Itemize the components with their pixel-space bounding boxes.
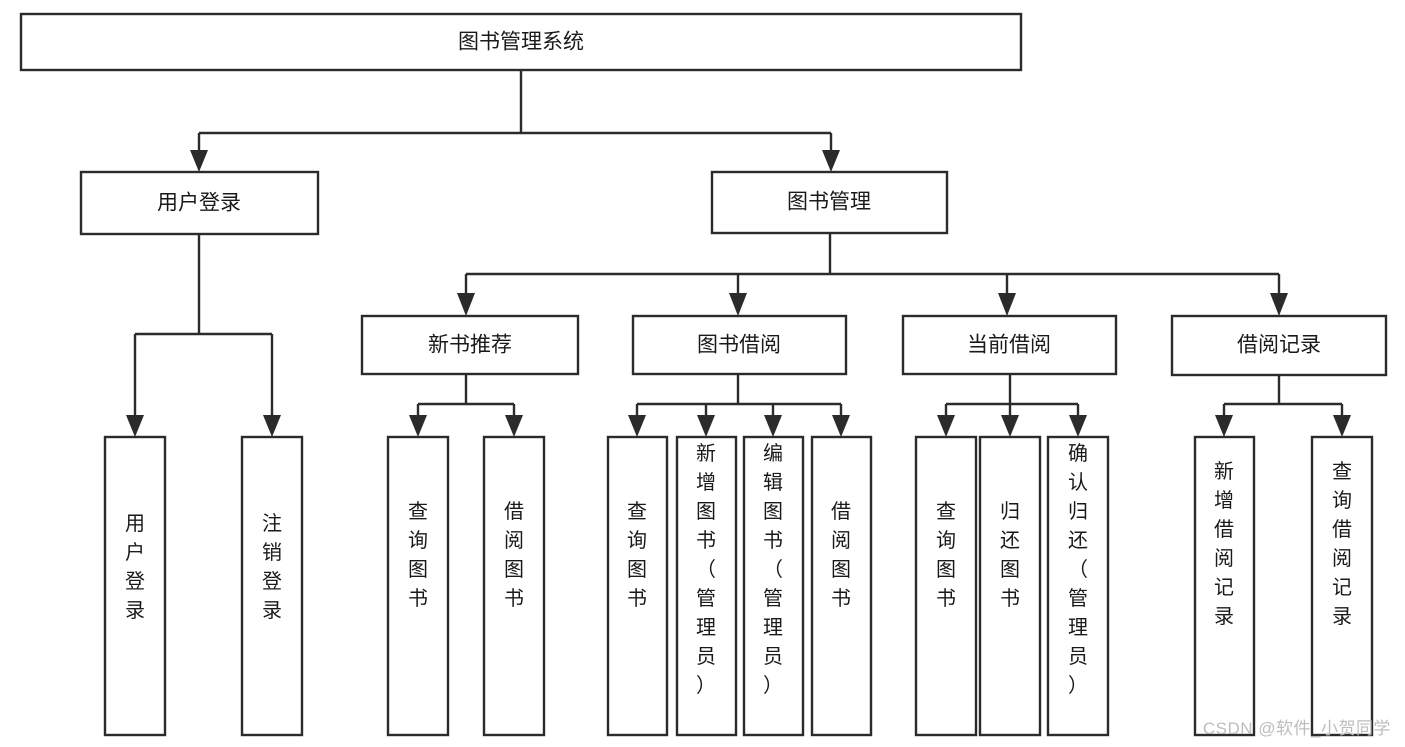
- leaf-user-login-box[interactable]: [103, 435, 167, 737]
- arrowhead-borrow-record: [1270, 293, 1288, 316]
- node-user-login[interactable]: 用户登录: [79, 170, 320, 236]
- leaf-query-book-3[interactable]: 查询图书: [914, 435, 978, 737]
- arrowhead-current-borrow: [998, 293, 1016, 316]
- leaf-confirm-return-admin-box[interactable]: [1046, 435, 1110, 737]
- arrowhead-leaf-add-borrow-record: [1215, 415, 1233, 437]
- arrowhead-bookmanage: [822, 150, 840, 172]
- leaf-borrow-book-1-box[interactable]: [482, 435, 546, 737]
- leaf-query-borrow-record[interactable]: 查询借阅记录: [1310, 435, 1374, 737]
- node-root-label: 图书管理系统: [458, 31, 584, 54]
- node-root[interactable]: 图书管理系统: [19, 12, 1023, 72]
- leaf-return-book[interactable]: 归还图书: [978, 435, 1042, 737]
- leaf-query-book-1-label: 查询图书: [408, 500, 428, 610]
- arrowhead-leaf-confirm-return-admin: [1069, 415, 1087, 437]
- node-new-book-recommend[interactable]: 新书推荐: [360, 314, 580, 376]
- leaf-add-borrow-record-box[interactable]: [1193, 435, 1256, 737]
- leaf-query-book-2[interactable]: 查询图书: [606, 435, 669, 737]
- node-borrow-record-label: 借阅记录: [1237, 334, 1321, 357]
- csdn-watermark: CSDN @软件_小贺同学: [1202, 719, 1391, 738]
- leaf-add-book-admin[interactable]: 新增图书（管理员）: [675, 435, 738, 737]
- leaf-edit-book-admin[interactable]: 编辑图书（管理员）: [742, 435, 805, 737]
- node-user-login-box[interactable]: [79, 170, 320, 236]
- arrowhead-leaf-query-book-2: [628, 415, 646, 437]
- leaf-borrow-book-1[interactable]: 借阅图书: [482, 435, 546, 737]
- arrowhead-leaf-query-book-1: [409, 415, 427, 437]
- arrowhead-leaf-borrow-book-1: [505, 415, 523, 437]
- leaf-confirm-return-admin-label: 确认归还（管理员）: [1068, 442, 1088, 697]
- leaf-borrow-book-2-box[interactable]: [810, 435, 873, 737]
- node-current-borrow[interactable]: 当前借阅: [901, 314, 1118, 376]
- leaf-add-book-admin-box[interactable]: [675, 435, 738, 737]
- node-book-manage-box[interactable]: [710, 170, 949, 235]
- leaf-logout-login-label: 注销登录: [262, 512, 282, 622]
- arrowhead-leaf-return-book: [1001, 415, 1019, 437]
- leaf-borrow-book-2[interactable]: 借阅图书: [810, 435, 873, 737]
- leaf-query-borrow-record-label: 查询借阅记录: [1332, 460, 1352, 628]
- arrowhead-new-book-recommend: [457, 293, 475, 316]
- node-book-borrow[interactable]: 图书借阅: [631, 314, 848, 376]
- arrowhead-leaf-edit-book-admin: [764, 415, 782, 437]
- leaf-query-book-2-box[interactable]: [606, 435, 669, 737]
- leaf-query-borrow-record-box[interactable]: [1310, 435, 1374, 737]
- node-root-box[interactable]: [19, 12, 1023, 72]
- node-borrow-record[interactable]: 借阅记录: [1170, 314, 1388, 377]
- leaf-confirm-return-admin[interactable]: 确认归还（管理员）: [1046, 435, 1110, 737]
- node-book-borrow-label: 图书借阅: [697, 334, 781, 357]
- leaf-borrow-book-1-label: 借阅图书: [504, 500, 524, 610]
- leaf-user-login-label: 用户登录: [125, 513, 145, 622]
- arrowhead-leaf-query-book-3: [937, 415, 955, 437]
- leaf-query-book-1[interactable]: 查询图书: [386, 435, 450, 737]
- connector-layer: [126, 70, 1351, 437]
- node-new-book-recommend-label: 新书推荐: [428, 334, 512, 357]
- arrowhead-leaf-user-login: [126, 415, 144, 437]
- node-book-manage-label: 图书管理: [787, 191, 871, 214]
- node-current-borrow-label: 当前借阅: [967, 334, 1051, 357]
- leaf-query-book-3-box[interactable]: [914, 435, 978, 737]
- node-borrow-record-box[interactable]: [1170, 314, 1388, 377]
- node-user-login-label: 用户登录: [157, 192, 241, 215]
- arrowhead-leaf-logout-login: [263, 415, 281, 437]
- node-current-borrow-box[interactable]: [901, 314, 1118, 376]
- node-new-book-recommend-box[interactable]: [360, 314, 580, 376]
- arrowhead-leaf-add-book-admin: [697, 415, 715, 437]
- leaf-query-book-1-box[interactable]: [386, 435, 450, 737]
- node-book-manage[interactable]: 图书管理: [710, 170, 949, 235]
- leaf-add-borrow-record[interactable]: 新增借阅记录: [1193, 435, 1256, 737]
- leaf-query-book-3-label: 查询图书: [936, 500, 956, 610]
- leaf-logout-login[interactable]: 注销登录: [240, 435, 304, 737]
- leaf-edit-book-admin-box[interactable]: [742, 435, 805, 737]
- leaf-edit-book-admin-label: 编辑图书（管理员）: [763, 442, 783, 697]
- leaf-logout-login-box[interactable]: [240, 435, 304, 737]
- arrowhead-book-borrow: [729, 293, 747, 316]
- leaf-add-borrow-record-label: 新增借阅记录: [1214, 460, 1234, 628]
- leaf-return-book-label: 归还图书: [1000, 500, 1020, 610]
- leaf-user-login[interactable]: 用户登录: [103, 435, 167, 737]
- leaf-return-book-box[interactable]: [978, 435, 1042, 737]
- leaf-borrow-book-2-label: 借阅图书: [831, 500, 851, 610]
- node-book-borrow-box[interactable]: [631, 314, 848, 376]
- leaf-add-book-admin-label: 新增图书（管理员）: [696, 442, 716, 697]
- arrowhead-leaf-query-borrow-record: [1333, 415, 1351, 437]
- arrowhead-leaf-borrow-book-2: [832, 415, 850, 437]
- arrowhead-userlogin: [190, 150, 208, 172]
- leaf-query-book-2-label: 查询图书: [627, 500, 647, 610]
